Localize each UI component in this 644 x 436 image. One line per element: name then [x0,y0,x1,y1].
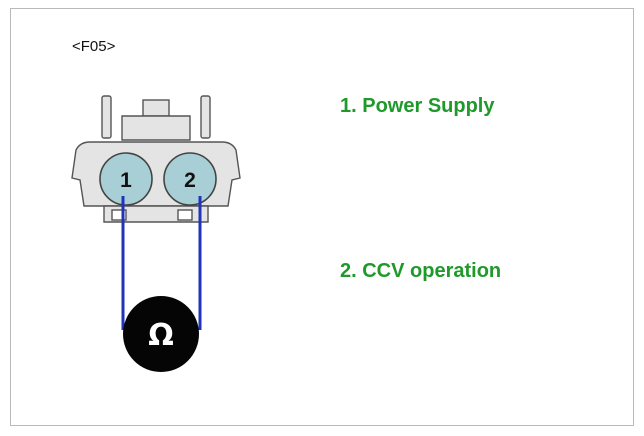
pin-2-cavity [163,152,217,206]
terminal-window-2 [177,209,193,221]
pin-2: 2 [163,152,217,206]
ohmmeter-body [123,296,199,372]
pin-2-function-label: 2. CCV operation [340,260,502,282]
left-latch [101,95,112,139]
connector-housing [71,95,241,223]
pin-1-number: 1 [120,169,132,192]
connector-id-label: <F05> [72,38,116,55]
lock-tab [142,99,170,117]
test-leads [121,196,202,330]
right-latch [200,95,211,139]
pin-2-number: 2 [184,169,196,192]
housing-upper [121,115,191,141]
ohmmeter-icon: Ω [123,296,199,372]
pin-1: 1 [99,152,153,206]
ohm-symbol: Ω [148,318,174,353]
pin-1-function-label: 1. Power Supply [340,95,495,117]
terminal-window-1 [111,209,127,221]
pin-1-cavity [99,152,153,206]
